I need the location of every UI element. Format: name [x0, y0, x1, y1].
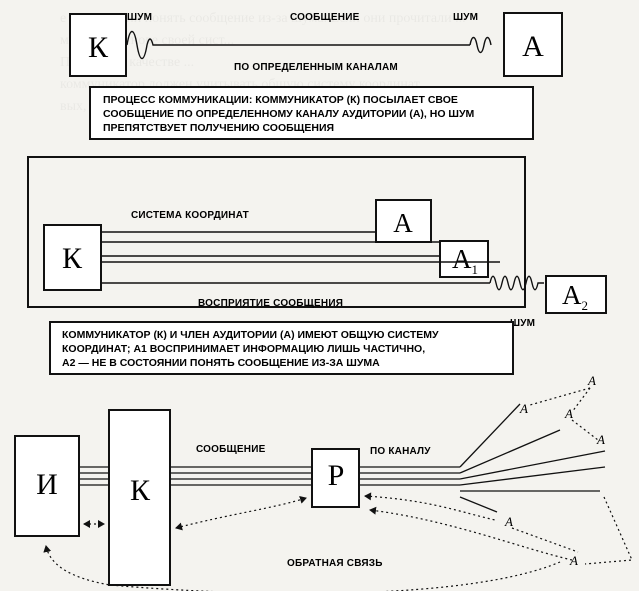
audience2-label: A2 [562, 280, 588, 313]
diagram-3: И К Р СООБЩЕНИЕ ПО КАНАЛУ [14, 373, 633, 591]
noise-label-2: ШУМ [510, 318, 535, 329]
source-label: И [36, 468, 58, 501]
communicator-box-2 [43, 224, 102, 291]
audience-label: А [522, 30, 544, 63]
audience-node-2: A [519, 401, 528, 416]
message-label: СООБЩЕНИЕ [290, 12, 360, 23]
caption-2-line-1: КОММУНИКАТОР (К) И ЧЛЕН АУДИТОРИИ (А) ИМ… [62, 329, 439, 341]
audience1-label: A1 [452, 244, 478, 277]
noise-wave-right [469, 36, 492, 54]
communicator-relay-arrow [175, 496, 307, 531]
audience-label-2: А [393, 208, 413, 238]
audience-node-4: A [596, 432, 605, 447]
diagram-1: К ШУМ СООБЩЕНИЕ ШУМ А ПО ОПРЕДЕЛЕННЫМ КА… [69, 12, 563, 140]
noise-label-left: ШУМ [127, 12, 152, 23]
feedback-label: ОБРАТНАЯ СВЯЗЬ [287, 558, 383, 569]
noise-label-right: ШУМ [453, 12, 478, 23]
channel-lines [80, 403, 606, 513]
caption-box-2 [49, 321, 514, 375]
audience-node-5: A [504, 514, 513, 529]
coordinate-system-label: СИСТЕМА КООРДИНАТ [131, 210, 249, 221]
channel-label-3: ПО КАНАЛУ [370, 446, 431, 457]
source-box [14, 435, 80, 537]
feedback-arrows [43, 492, 573, 591]
feedback-loop-arrow [43, 545, 561, 591]
caption-1-line-2: СООБЩЕНИЕ ПО ОПРЕДЕЛЕННОМУ КАНАЛУ АУДИТО… [103, 108, 474, 120]
coordinate-frame [27, 156, 526, 308]
message-label-3: СООБЩЕНИЕ [196, 444, 266, 455]
audience1-box [439, 240, 489, 278]
audience-node-3: A [564, 406, 573, 421]
noise-wave-left [126, 30, 470, 60]
noise-wave-2 [489, 275, 544, 291]
audience-relay-arrow [369, 506, 573, 561]
relay-audience-arrow [364, 492, 496, 521]
caption-2-line-3: А2 — НЕ В СОСТОЯНИИ ПОНЯТЬ СООБЩЕНИЕ ИЗ-… [62, 357, 380, 369]
caption-1-line-1: ПРОЦЕСС КОММУНИКАЦИИ: КОММУНИКАТОР (К) П… [103, 94, 458, 106]
communicator-label-2: К [62, 242, 83, 275]
communicator-box [69, 13, 127, 77]
audience-box [503, 12, 563, 77]
caption-box-1 [89, 86, 534, 140]
caption-1-line-3: ПРЕПЯТСТВУЕТ ПОЛУЧЕНИЮ СООБЩЕНИЯ [103, 122, 334, 134]
perception-label: ВОСПРИЯТИЕ СООБЩЕНИЯ [198, 298, 343, 309]
audience-node-6: A [569, 553, 578, 568]
channel-label: ПО ОПРЕДЕЛЕННЫМ КАНАЛАМ [234, 62, 398, 73]
caption-2-line-2: КООРДИНАТ; А1 ВОСПРИНИМАЕТ ИНФОРМАЦИЮ ЛИ… [62, 343, 425, 355]
audience2-box [545, 275, 607, 314]
audience-node-1: A [587, 373, 596, 388]
communicator-box-3 [108, 409, 171, 586]
audience-box-2 [375, 199, 432, 243]
relay-label: Р [328, 459, 345, 492]
communicator-label-3: К [130, 474, 151, 507]
diagram-2: К А A1 A2 СИСТЕМА КООРДИНАТ ВОСПРИЯТИЕ С… [27, 156, 607, 375]
relay-box [311, 448, 360, 508]
communicator-label: К [88, 31, 109, 64]
audience-dotted-links [511, 387, 633, 565]
